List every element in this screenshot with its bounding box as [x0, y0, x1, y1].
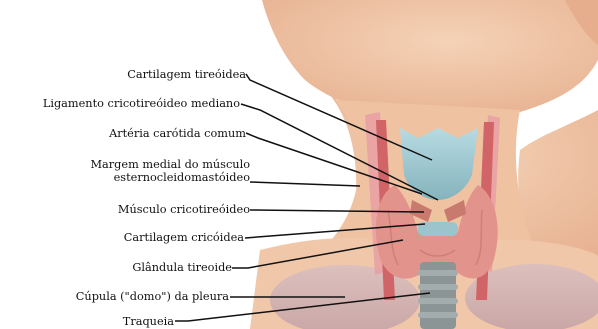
- head-shape: [262, 0, 598, 116]
- label-cartilagem-cricoidea: Cartilagem cricóidea: [10, 231, 244, 244]
- trachea: [418, 262, 458, 329]
- label-musculo-cricotireoideo: Músculo cricotireóideo: [10, 203, 250, 216]
- label-traqueia: Traqueia: [10, 315, 174, 328]
- label-cartilagem-tireoidea: Cartilagem tireóidea: [10, 68, 246, 81]
- leader-margem: [250, 182, 360, 186]
- label-margem-medial: Margem medial do músculo esternocleidoma…: [12, 158, 250, 184]
- label-ligamento-cricotireoideo: Ligamento cricotireóideo mediano: [0, 97, 240, 110]
- label-cupula-pleura: Cúpula ("domo") da pleura: [10, 290, 229, 303]
- label-glandula-tireoide: Glândula tireoide: [10, 261, 232, 274]
- label-arteria-carotida: Artéria carótida comum: [10, 127, 246, 140]
